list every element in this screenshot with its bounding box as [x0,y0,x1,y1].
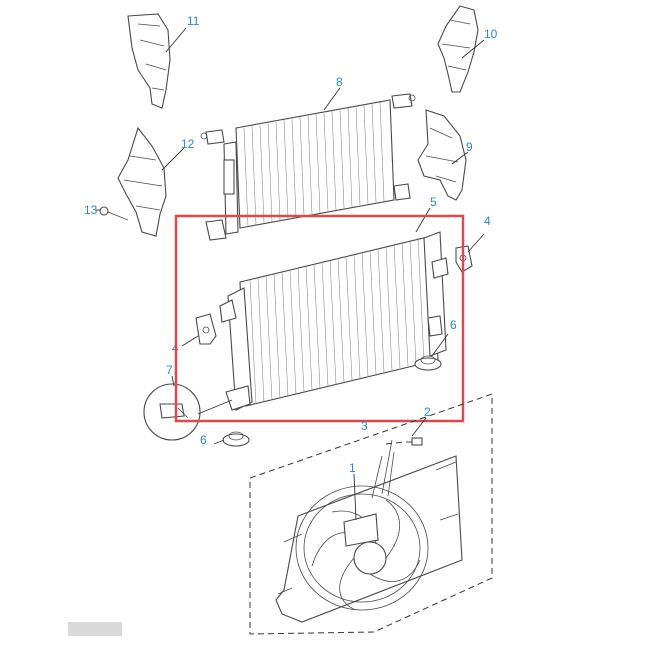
leader-5 [415,207,431,233]
cooling-fan-shroud [275,439,463,623]
air-deflector-upper-left [127,13,171,109]
leader-8 [323,87,341,111]
leader-9 [451,151,469,165]
blurred-watermark [68,622,122,636]
air-deflector-left [117,126,167,237]
leader-6-right [431,333,449,357]
callout-1: 1 [349,461,356,475]
leader-4-right [467,233,485,253]
callout-2: 2 [424,405,431,419]
leader-10 [461,39,485,59]
leader-1 [353,473,357,521]
ac-condenser [200,93,416,241]
callout-9: 9 [466,140,473,154]
leader-7 [171,375,175,387]
rubber-mount-right [414,355,442,371]
callout-7: 7 [166,363,173,377]
callout-6-right: 6 [450,318,457,332]
callout-10: 10 [484,27,498,41]
radiator [219,231,449,411]
bolt-13 [99,206,129,221]
fan-assembly-outline [249,393,493,635]
detail-circle [143,383,233,441]
callout-3: 3 [361,419,368,433]
leader-2 [411,417,427,437]
leader-11 [165,27,187,53]
callout-11: 11 [187,14,200,28]
callout-6-bottom: 6 [200,433,207,447]
radiator-highlight-box [174,214,465,423]
rubber-mount-bottom [222,431,250,447]
leader-4-left [181,335,199,347]
callout-8: 8 [336,75,343,89]
leader-12 [161,147,185,171]
bracket-left [195,313,217,345]
callout-13: 13 [84,203,98,217]
air-deflector-right [417,109,467,201]
air-deflector-upper-right [437,5,479,93]
leader-6-bottom [213,439,225,445]
screw-2 [385,437,423,446]
callout-12: 12 [181,137,195,151]
callout-4-right: 4 [484,214,491,228]
callout-5: 5 [430,195,437,209]
